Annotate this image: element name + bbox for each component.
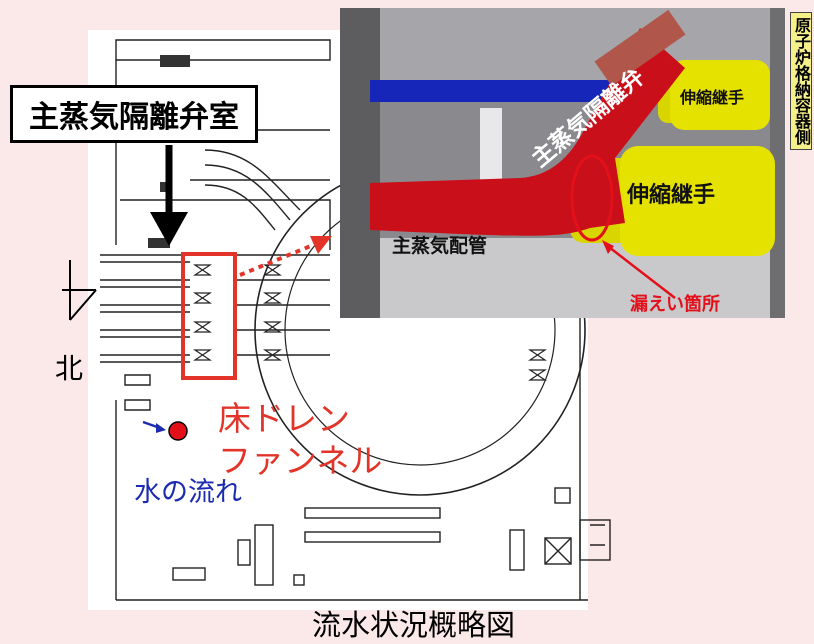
figure-caption: 流水状況概略図 <box>312 608 516 642</box>
callout-arrow <box>150 145 188 246</box>
floor-drain-funnel-icon <box>168 421 188 441</box>
valve-symbols <box>193 264 547 381</box>
north-label: 北 <box>55 352 84 385</box>
plan-walls <box>100 39 611 601</box>
pipe-label: 主蒸気配管 <box>392 234 487 257</box>
north-arrow-icon <box>62 260 97 321</box>
joint-small-label: 伸縮継手 <box>679 88 744 107</box>
inset-3d-view: 伸縮継手 伸縮継手 主蒸気配管 漏えい箇所 主蒸気隔離弁 <box>340 8 785 318</box>
containment-side-label: 原子炉格納容器側 <box>790 12 812 150</box>
water-flow-label: 水の流れ <box>134 477 242 508</box>
leak-point-label: 漏えい箇所 <box>630 293 720 315</box>
main-steam-pipe <box>370 28 685 236</box>
joint-large-label: 伸縮継手 <box>626 182 715 208</box>
expansion-joint-small <box>658 60 770 130</box>
water-flow-arrow-icon <box>142 420 166 433</box>
leak-circle <box>570 154 614 242</box>
msiv-highlight-box <box>181 252 237 380</box>
zoom-arrow <box>239 236 332 277</box>
floor-drain-label-line1: 床ドレン <box>218 399 350 438</box>
msiv-room-callout: 主蒸気隔離弁室 <box>10 85 258 143</box>
blue-pipe <box>370 80 670 102</box>
leak-pointer <box>604 243 676 299</box>
floor-drain-label: 床ドレン ファンネル <box>218 398 382 482</box>
floor-drain-label-line2: ファンネル <box>218 441 383 480</box>
